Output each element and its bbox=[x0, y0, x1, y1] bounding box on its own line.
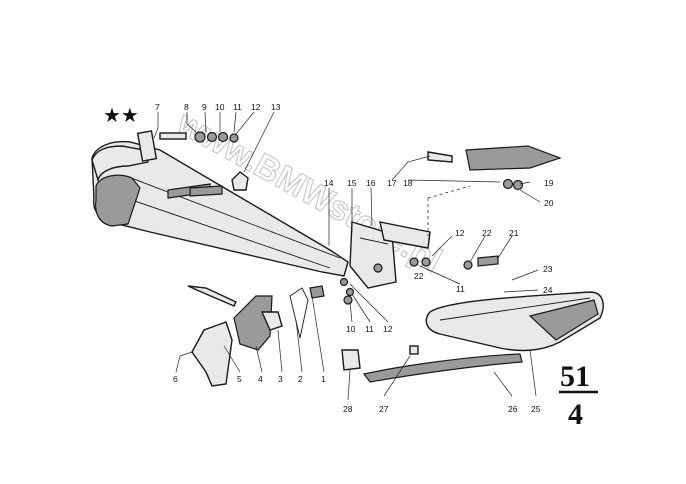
rubber-block-28 bbox=[341, 349, 361, 371]
label-14: 14 bbox=[324, 178, 334, 188]
label-19: 19 bbox=[544, 178, 554, 188]
leader-lines bbox=[153, 111, 541, 401]
section-number: 51 bbox=[560, 360, 590, 393]
part-labels: 7 8 9 10 11 12 13 14 15 16 17 18 19 20 1… bbox=[155, 102, 554, 414]
stars-mark: ★★ bbox=[103, 103, 139, 127]
bolt-set-lower bbox=[339, 277, 355, 305]
subsection-number: 4 bbox=[568, 398, 583, 431]
bolt-set-side bbox=[409, 255, 499, 270]
overrider-parts bbox=[187, 285, 325, 387]
label-4: 4 bbox=[258, 374, 263, 384]
label-5: 5 bbox=[237, 374, 242, 384]
label-1: 1 bbox=[321, 374, 326, 384]
label-15: 15 bbox=[347, 178, 357, 188]
label-18: 18 bbox=[403, 178, 413, 188]
label-22: 22 bbox=[482, 228, 492, 238]
label-12-lower: 12 bbox=[383, 324, 393, 334]
rubber-strip bbox=[362, 353, 523, 383]
rubber-grommet-13 bbox=[231, 171, 249, 191]
label-20: 20 bbox=[544, 198, 554, 208]
label-21: 21 bbox=[509, 228, 519, 238]
label-17: 17 bbox=[387, 178, 397, 188]
rear-mount-bracket bbox=[427, 145, 562, 236]
bumper-corner-right bbox=[425, 291, 604, 352]
label-11-lower: 11 bbox=[365, 324, 374, 334]
label-3: 3 bbox=[278, 374, 283, 384]
label-25: 25 bbox=[531, 404, 541, 414]
label-8: 8 bbox=[184, 102, 189, 112]
mount-bracket-left bbox=[136, 130, 223, 199]
label-10: 10 bbox=[215, 102, 225, 112]
label-10-lower: 10 bbox=[346, 324, 356, 334]
washer-set-top bbox=[159, 131, 239, 143]
bumper-bar bbox=[91, 140, 349, 277]
center-bracket bbox=[349, 221, 431, 289]
label-16: 16 bbox=[366, 178, 376, 188]
section-number-block: 51 4 bbox=[559, 360, 598, 431]
label-9: 9 bbox=[202, 102, 207, 112]
label-2: 2 bbox=[298, 374, 303, 384]
bumper-end-cap bbox=[91, 145, 149, 183]
label-13: 13 bbox=[271, 102, 281, 112]
label-27: 27 bbox=[379, 404, 389, 414]
clip-27 bbox=[409, 345, 419, 355]
label-11-side: 11 bbox=[456, 284, 465, 294]
label-24: 24 bbox=[543, 285, 553, 295]
label-12-side: 12 bbox=[455, 228, 465, 238]
label-7: 7 bbox=[155, 102, 160, 112]
label-28: 28 bbox=[343, 404, 353, 414]
label-23: 23 bbox=[543, 264, 553, 274]
label-12: 12 bbox=[251, 102, 261, 112]
label-26: 26 bbox=[508, 404, 518, 414]
label-22-lower: 22 bbox=[414, 271, 424, 281]
label-6: 6 bbox=[173, 374, 178, 384]
label-11: 11 bbox=[233, 102, 242, 112]
